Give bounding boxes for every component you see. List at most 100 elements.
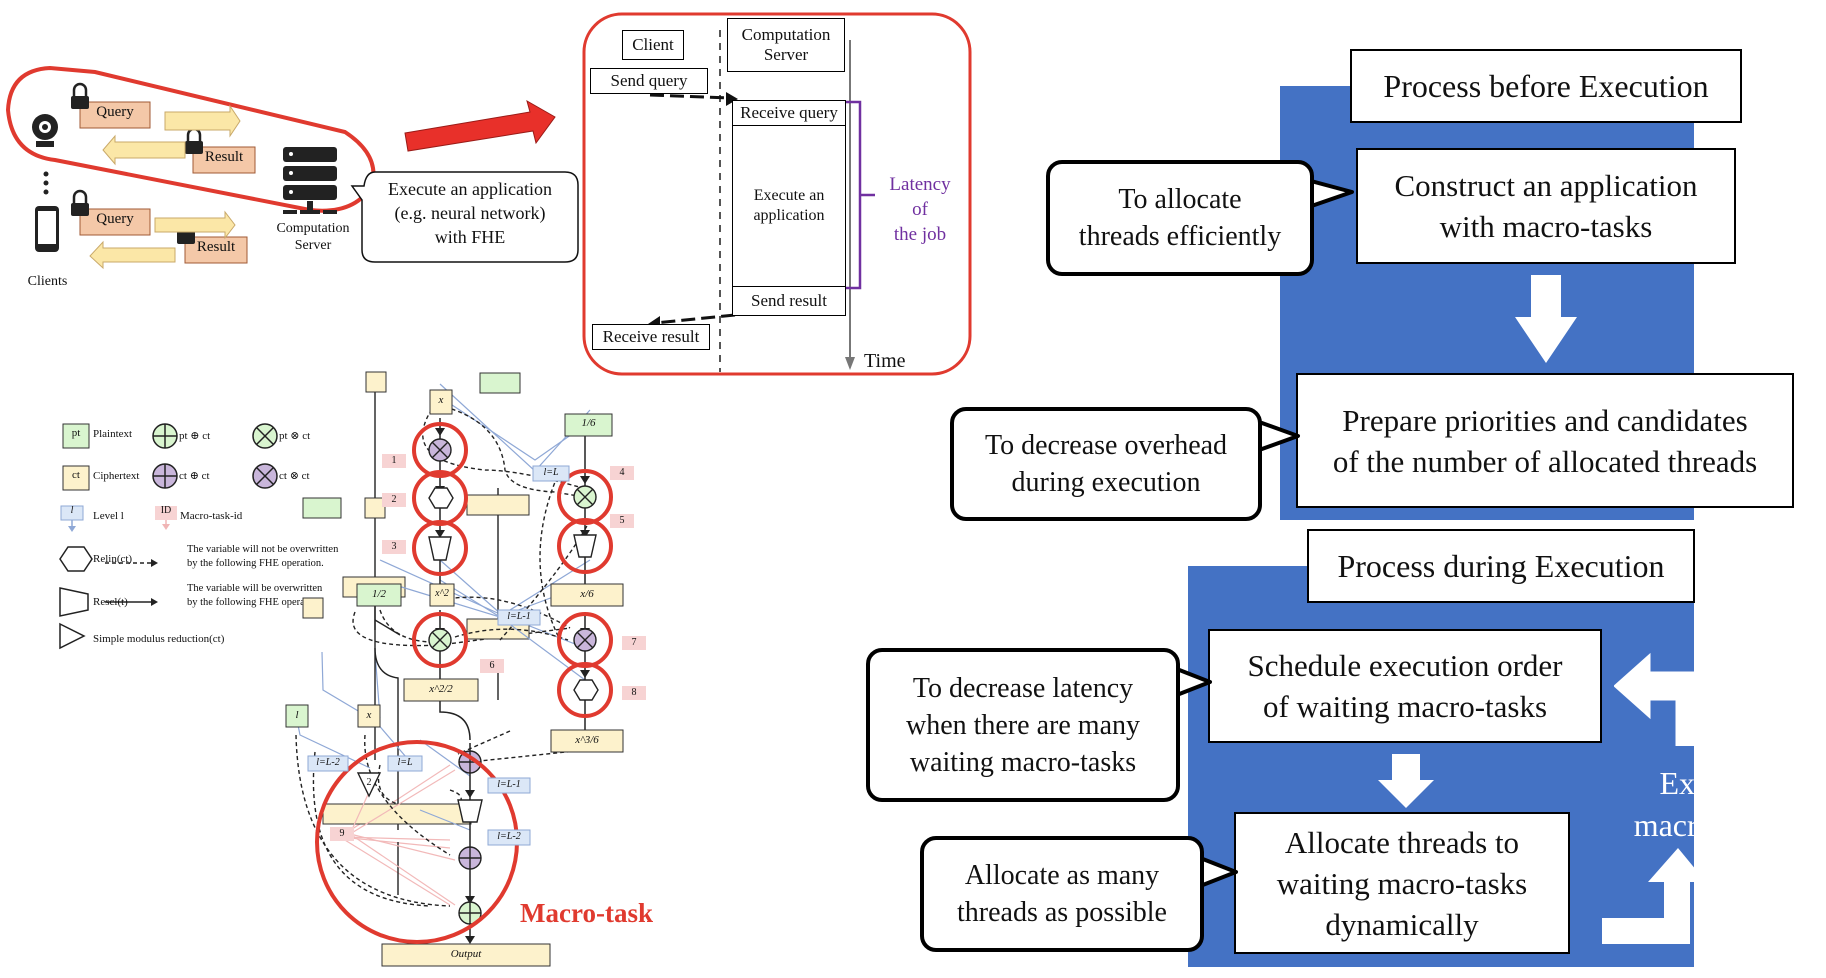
bubble-allocate: To allocate threads efficiently [1046,160,1314,276]
webcam-icon [32,114,58,147]
node-x-cube-6 [550,729,624,753]
id-4-label: 4 [619,467,625,478]
down-arrow-before [1515,275,1577,363]
receive-result-box: Receive result [592,324,710,350]
op-relin-2 [428,487,454,509]
legend-id-tag: ID [160,505,172,516]
level-tag-L2 [307,755,349,772]
modreduce-two-label: 2 [366,777,372,788]
node-x-sq-label: x^2 [435,588,449,599]
level-L1-label: l=L-1 [507,611,531,622]
node-half-label: 1/2 [371,588,387,600]
id-tag-3 [382,540,406,554]
level-L-b-label: l=L [397,757,413,768]
server-header: Computation Server [727,18,845,72]
modulus-triangle-icon [59,622,86,650]
op-ct-mul-7 [573,628,597,652]
result-arrow-1 [102,134,186,166]
node-x-top [365,371,387,393]
node-one-sixth [479,372,521,394]
id-tag-8 [622,686,646,700]
result-label-2: Result [196,239,236,255]
node-output-label: Output [450,948,482,960]
during-execution-title: Process during Execution [1307,529,1695,603]
execute-app-box: Execute an application [732,125,846,287]
legend-graphics [59,423,278,650]
lock-icon [71,82,89,109]
level-L-label: l=L [543,467,559,478]
macro-task-ring-5 [557,518,613,574]
node-x-top-label: x [438,394,444,406]
schedule-box: Schedule execution order of waiting macr… [1208,629,1602,743]
bubble-overhead: To decrease overhead during execution [950,407,1262,521]
level-tag-L1-b [487,777,531,794]
result-box-1 [192,146,256,174]
op-pt-mul-6 [428,628,452,652]
legend-relin-label: Relin(ct) [93,553,133,565]
id-2-label: 2 [391,494,397,505]
node-x-sq-half-label: x^2/2 [429,683,453,695]
node-half [356,583,402,607]
node-x-sq-half [403,678,479,702]
op-modreduce-9 [356,772,382,798]
receive-result-arrow [654,313,736,325]
macro-id-swatch [155,506,177,520]
legend-pt-tag: pt [71,427,81,439]
legend-ct-add: ct ⊕ ct [179,470,210,482]
send-query-arrow [649,93,731,100]
callout-text: Execute an application (e.g. neural netw… [388,179,552,247]
node-output [381,943,551,967]
op-relin-8 [573,679,599,701]
computation-server-label: Computation Server [276,221,350,253]
big-red-arrow [404,99,556,152]
query-arrow-1 [164,104,241,138]
loop-arrow-top [1614,652,1703,746]
pt-mul-ct-icon [252,423,278,449]
op-rescale-3 [428,536,452,561]
node-x-label: x [366,709,372,721]
op-ct-mul-1 [428,438,452,462]
latency-diagram [582,12,972,376]
node-x-over-6-label: x/6 [580,588,594,600]
id-tag-1 [382,454,406,468]
level-tag-L-b [387,755,423,772]
legend-rescl-label: Rescl(t) [93,596,128,608]
macro-task-ring-6 [412,612,468,668]
node-x-top [429,389,453,415]
legend-pt-label: Plaintext [93,428,133,440]
node-x-over-6 [550,583,624,607]
plaintext-swatch [62,423,90,449]
before-execution-title: Process before Execution [1350,49,1742,123]
construct-box: Construct an application with macro-task… [1356,148,1736,264]
node-one-sixth [564,413,613,437]
node-one-sixth-label: 1/6 [581,417,596,429]
relin-hexagon-icon [59,546,93,572]
ciphertext-swatch [62,465,90,491]
op-pt-mul-4 [573,485,597,509]
macro-task-ring-8 [557,662,613,718]
node-l [285,704,309,728]
ct-mul-ct-icon [252,463,278,489]
result-box-2 [184,236,248,264]
op-pt-add-9c [458,901,482,925]
op-ct-add-9b [458,846,482,870]
node-x-cube-6-label: x^3/6 [575,734,599,746]
down-arrow-during [1378,754,1434,808]
latency-label: Latency of the job [889,174,951,245]
bubble-latency: To decrease latency when there are many … [866,648,1180,802]
macro-task-ring-4 [557,469,613,525]
id-9-label: 9 [339,828,345,839]
legend-level-tag: l [70,505,74,516]
legend-ct-label: Ciphertext [93,470,140,482]
fhe-computation-graph [302,371,591,907]
macro-task-ring-9 [315,740,519,944]
id-tag-5 [610,514,634,528]
id-tag-4 [610,466,634,480]
id-tag-2 [382,493,406,507]
node-x [302,597,324,619]
prepare-box: Prepare priorities and candidates of the… [1296,373,1794,508]
ellipsis-icon [43,171,49,195]
id-7-label: 7 [631,637,637,648]
level-tag-L1 [497,609,541,626]
